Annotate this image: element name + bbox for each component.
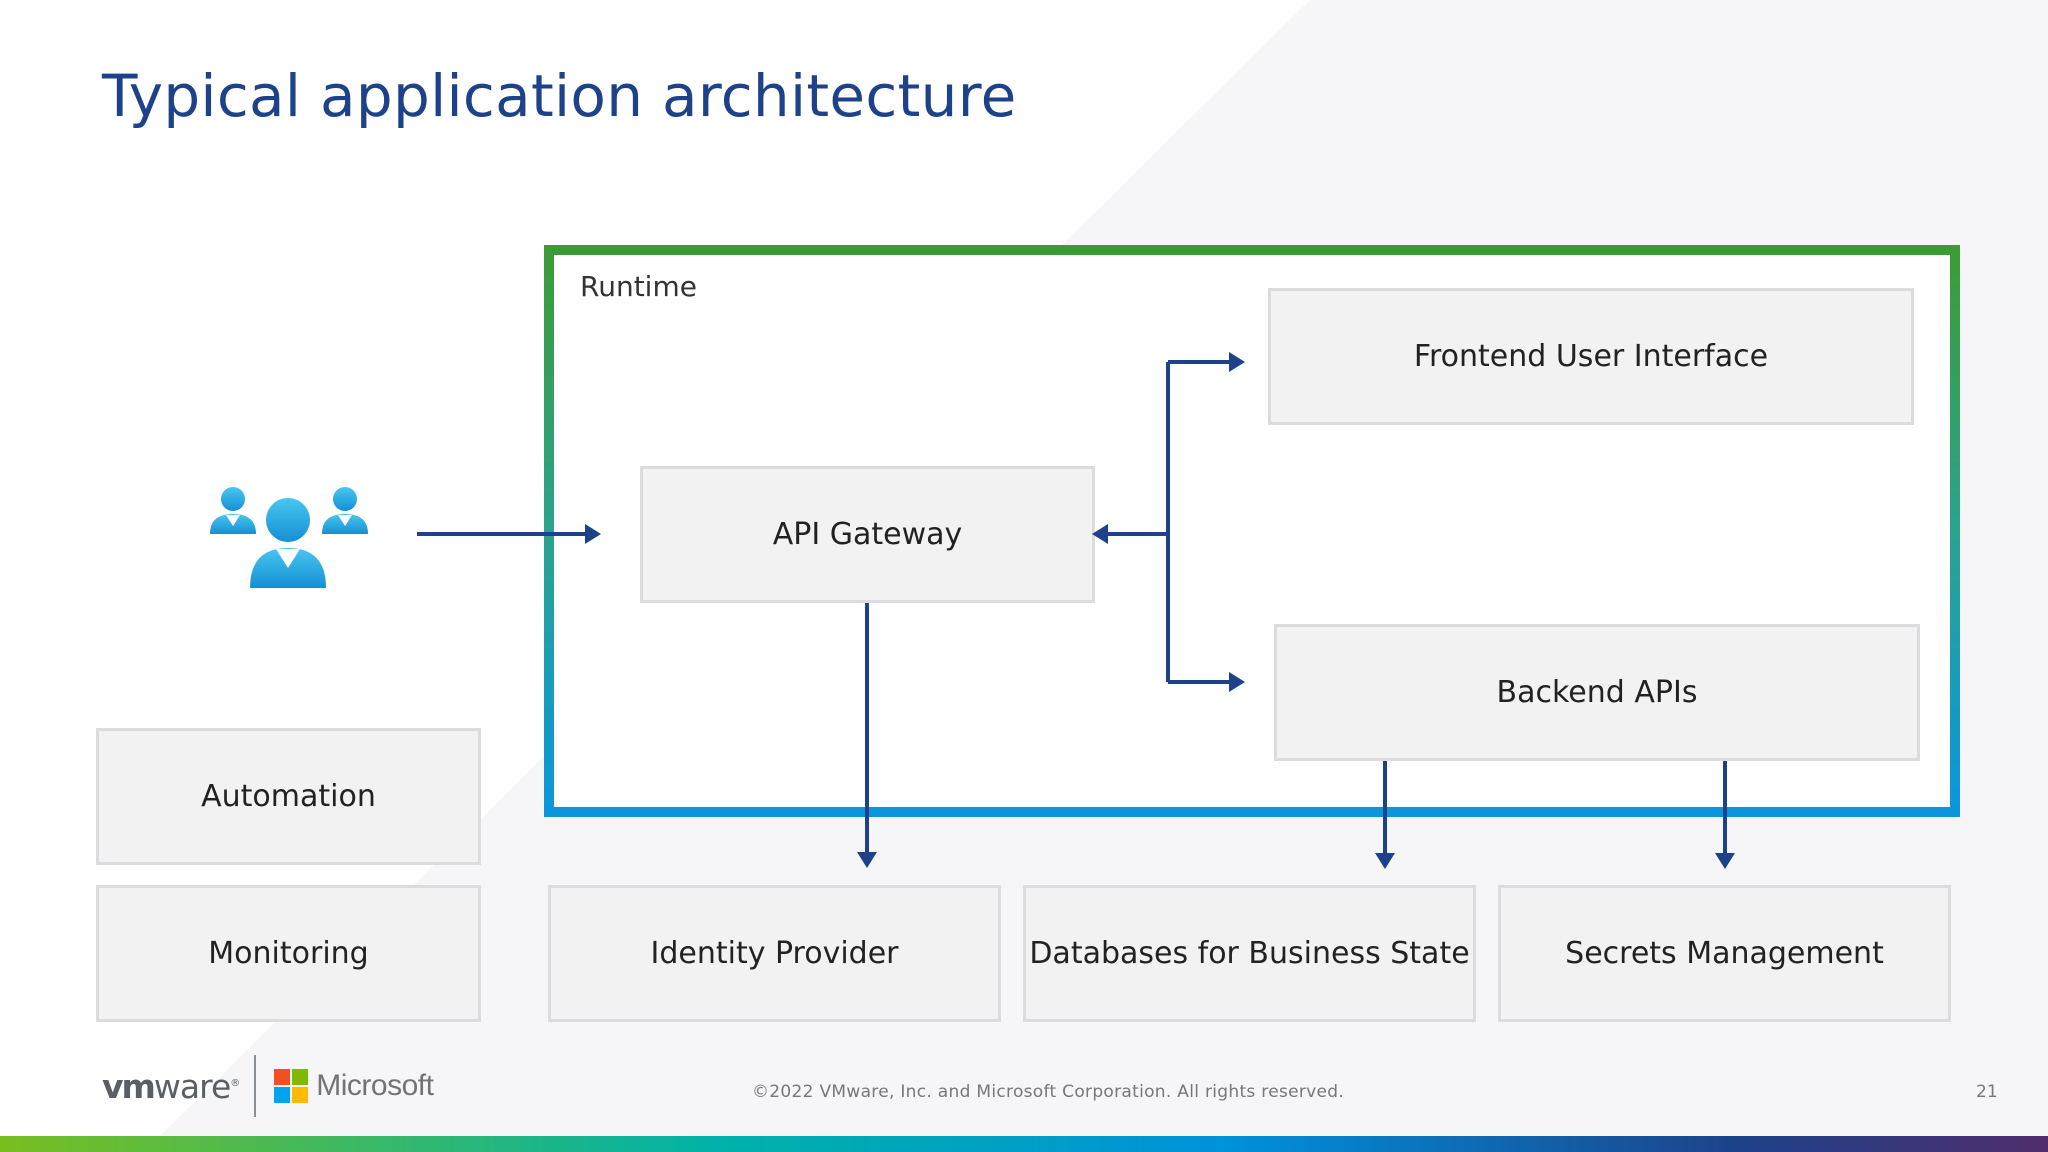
brand-gradient-bar xyxy=(0,1136,2048,1152)
automation-box: Automation xyxy=(96,728,481,865)
frontend-ui-box: Frontend User Interface xyxy=(1268,288,1914,425)
identity-provider-box: Identity Provider xyxy=(548,885,1001,1022)
backend-apis-box: Backend APIs xyxy=(1274,624,1920,761)
secrets-management-label: Secrets Management xyxy=(1565,936,1884,971)
microsoft-wordmark: Microsoft xyxy=(316,1069,434,1102)
vmware-logo: vmware® xyxy=(102,1066,241,1106)
automation-label: Automation xyxy=(201,779,376,814)
databases-label: Databases for Business State xyxy=(1029,936,1470,971)
microsoft-logo-icon xyxy=(274,1069,309,1103)
users-group-icon xyxy=(210,487,368,588)
api-gateway-box: API Gateway xyxy=(640,466,1095,603)
frontend-ui-label: Frontend User Interface xyxy=(1413,339,1769,374)
monitoring-box: Monitoring xyxy=(96,885,481,1022)
page-title: Typical application architecture xyxy=(102,62,1017,130)
monitoring-label: Monitoring xyxy=(208,936,369,971)
footer-logos: vmware® Microsoft xyxy=(102,1054,434,1118)
page-number: 21 xyxy=(1976,1082,1998,1102)
logo-divider xyxy=(254,1055,257,1117)
backend-apis-label: Backend APIs xyxy=(1496,675,1698,710)
identity-provider-label: Identity Provider xyxy=(650,936,899,971)
runtime-label: Runtime xyxy=(580,270,697,303)
secrets-management-box: Secrets Management xyxy=(1498,885,1951,1022)
copyright-notice: ©2022 VMware, Inc. and Microsoft Corpora… xyxy=(752,1082,1345,1102)
databases-box: Databases for Business State xyxy=(1023,885,1476,1022)
api-gateway-label: API Gateway xyxy=(772,517,963,552)
